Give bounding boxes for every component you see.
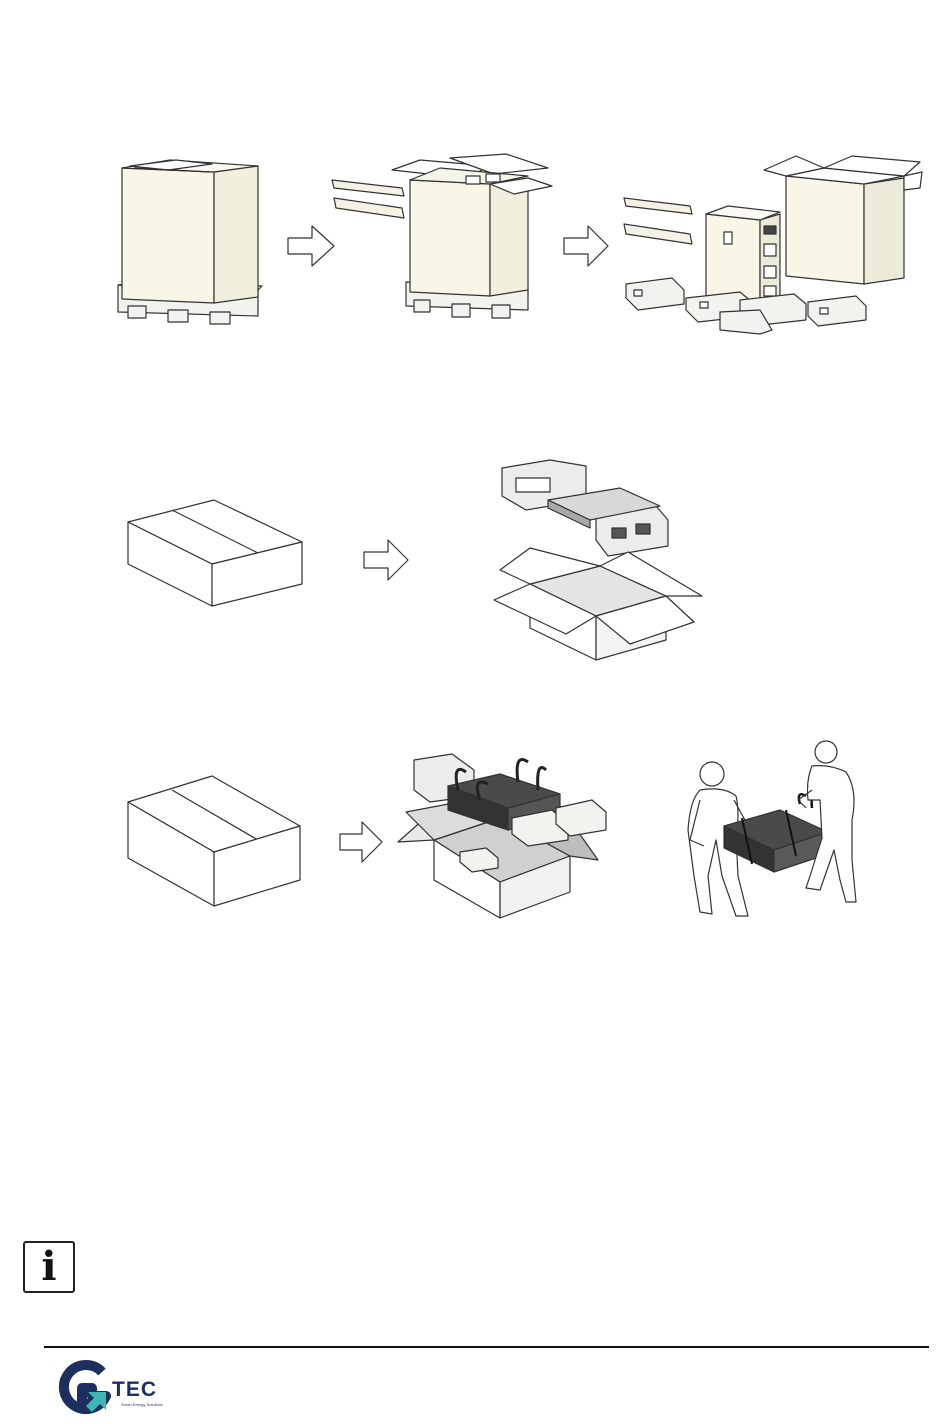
arrow-right-icon bbox=[340, 822, 382, 862]
brand-tagline: Smart Energy Solutions bbox=[121, 1402, 163, 1407]
cabinet-unpacked bbox=[624, 156, 922, 334]
cabinet-packed-crate bbox=[118, 160, 262, 324]
two-workers-carrying-battery bbox=[688, 741, 856, 916]
brand-name: TEC bbox=[112, 1378, 157, 1402]
unpacking-illustrations bbox=[0, 0, 950, 1340]
module-unboxed bbox=[494, 460, 702, 660]
cabinet-lid-removed bbox=[332, 154, 552, 318]
info-icon-glyph: i bbox=[41, 1247, 56, 1287]
arrow-right-icon bbox=[364, 540, 408, 580]
arrow-right-icon bbox=[288, 226, 334, 266]
arrow-right-icon bbox=[564, 226, 608, 266]
closed-box bbox=[128, 500, 302, 606]
closed-box bbox=[128, 776, 300, 906]
info-icon: i bbox=[23, 1241, 75, 1293]
battery-unboxed bbox=[398, 754, 606, 918]
footer-divider bbox=[44, 1346, 929, 1348]
